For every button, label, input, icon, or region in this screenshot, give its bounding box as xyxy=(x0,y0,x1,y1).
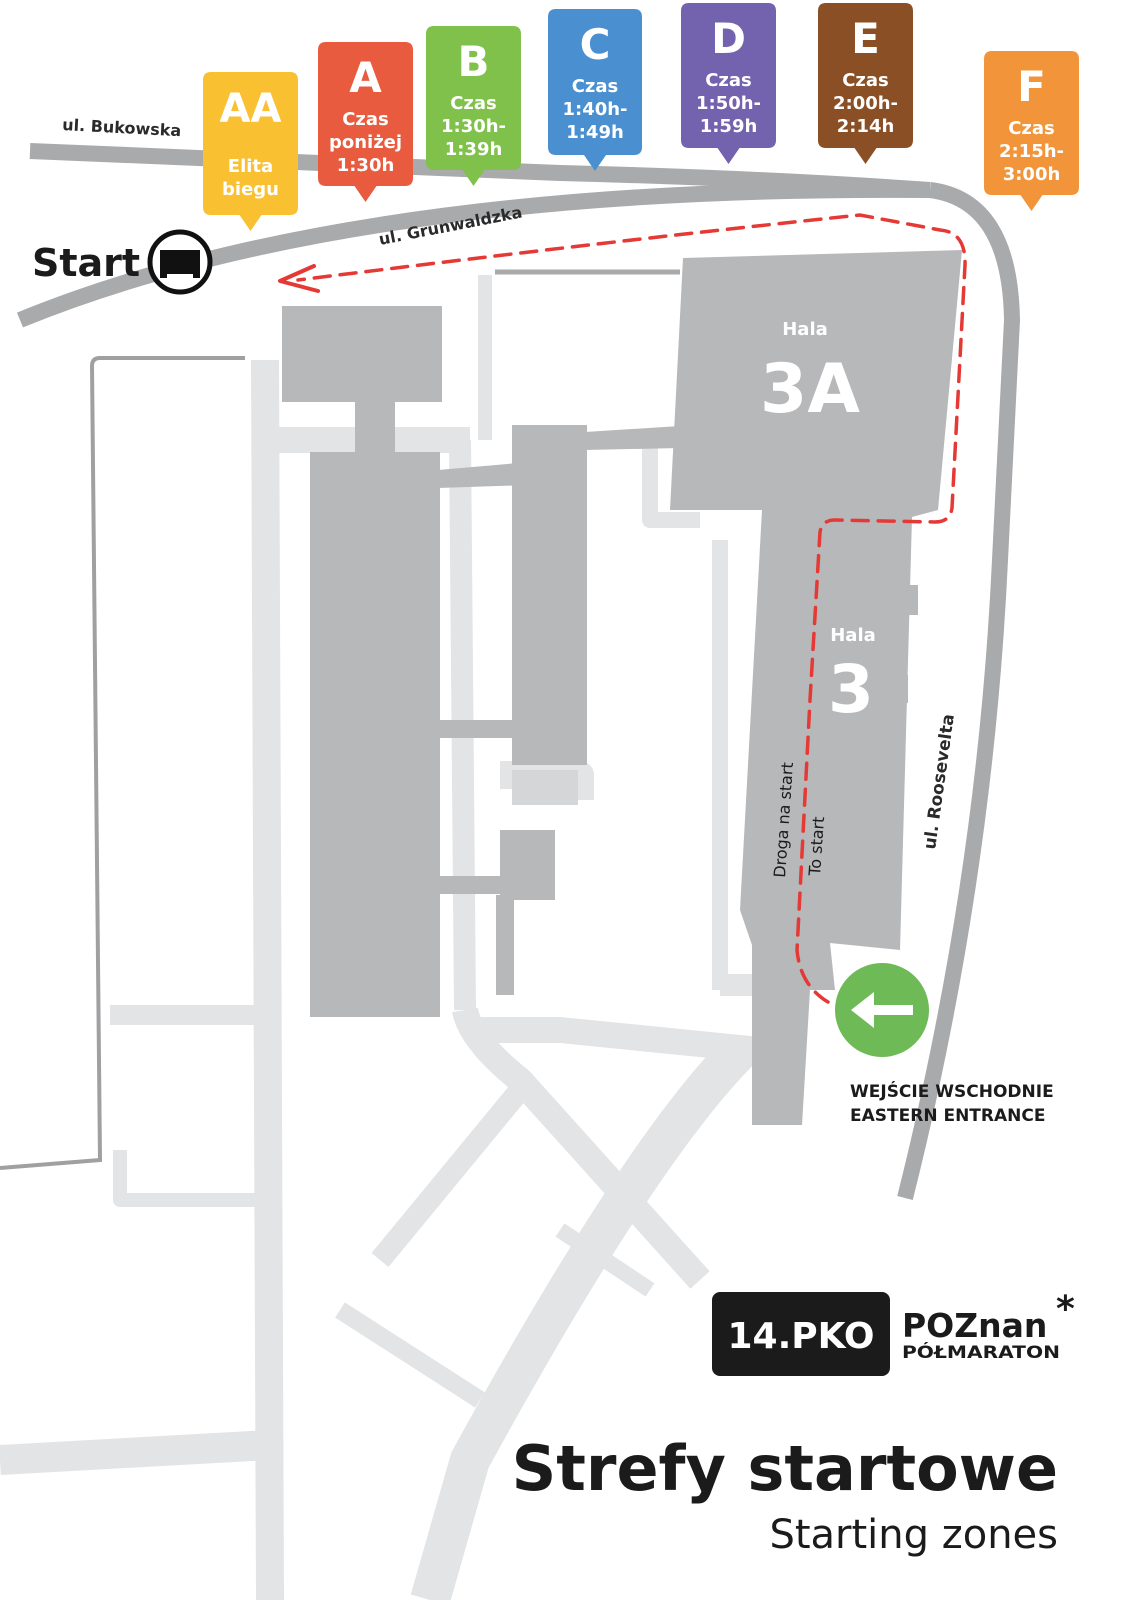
zone-pin-shape xyxy=(548,9,642,171)
start-gate-icon xyxy=(147,229,213,295)
route-arrowhead xyxy=(278,264,320,293)
route-label-en: To start xyxy=(805,816,828,877)
zone-time-line: 1:50h- xyxy=(696,93,761,114)
zone-time-line: 3:00h xyxy=(1003,164,1061,185)
zone-pin-shape xyxy=(203,72,298,231)
logo-sub: PÓŁMARATON xyxy=(902,1341,1060,1363)
zone-time-line: Czas xyxy=(705,70,752,91)
zone-time-line: Elita xyxy=(228,156,273,177)
roads xyxy=(16,143,1020,1200)
hall-3-number: 3 xyxy=(828,651,874,728)
logo-badge: 14.PKO xyxy=(727,1316,874,1357)
logo-star: * xyxy=(1056,1289,1075,1330)
zone-time-line: 2:15h- xyxy=(999,141,1064,162)
map-subtitle: Starting zones xyxy=(769,1512,1058,1558)
zone-time-line: 1:39h xyxy=(445,139,503,160)
zone-time-line: 1:30h- xyxy=(441,116,506,137)
zone-letter: B xyxy=(457,37,489,86)
entrance-label-pl: WEJŚCIE WSCHODNIE xyxy=(850,1080,1054,1102)
building-outline xyxy=(0,356,245,1170)
zone-time-line: poniżej xyxy=(329,132,402,153)
zone-letter: E xyxy=(851,14,880,63)
road-roosevelta xyxy=(897,182,1020,1200)
zone-time-line: 2:00h- xyxy=(833,93,898,114)
route-to-start xyxy=(296,213,967,1004)
start-label: Start xyxy=(32,241,140,285)
street-label-roosevelta: ul. Roosevelta xyxy=(920,713,959,851)
zone-time-line: Czas xyxy=(450,93,497,114)
logo-badge-bg xyxy=(712,1292,890,1376)
hall-3a-number: 3A xyxy=(760,350,860,429)
arrow-left-icon xyxy=(851,992,913,1028)
zone-time-line: 2:14h xyxy=(837,116,895,137)
logo-brand: POZnan xyxy=(902,1306,1047,1345)
zone-letter: F xyxy=(1017,62,1046,111)
zone-time-line: Czas xyxy=(1008,118,1055,139)
zone-time-line: Czas xyxy=(342,109,389,130)
road-grunwaldzka xyxy=(16,181,931,328)
zone-pin-shape xyxy=(681,3,776,164)
zone-letter: C xyxy=(580,20,611,69)
buildings xyxy=(282,250,962,1125)
zone-time-line: 1:40h- xyxy=(562,99,627,120)
zone-pin-shape xyxy=(984,51,1079,211)
zone-letter: AA xyxy=(220,86,282,132)
zone-pin-shape xyxy=(818,3,913,164)
zone-pin-shape xyxy=(318,42,413,202)
zone-letter: A xyxy=(349,53,382,102)
start-zones: AAElitabieguACzasponiżej1:30hBCzas1:30h-… xyxy=(203,3,1079,231)
entrance-label-en: EASTERN ENTRANCE xyxy=(850,1106,1045,1126)
hall-3a-word: Hala xyxy=(782,319,828,340)
zone-time-line: 1:30h xyxy=(337,155,395,176)
zone-time-line: 1:59h xyxy=(700,116,758,137)
map-title: Strefy startowe xyxy=(512,1432,1058,1505)
zone-pin-shape xyxy=(426,26,521,186)
zone-time-line: biegu xyxy=(222,179,279,200)
zone-time-line: Czas xyxy=(572,76,619,97)
event-logo: 14.PKO POZnan * PÓŁMARATON xyxy=(712,1289,1075,1376)
zone-letter: D xyxy=(711,14,746,63)
street-label-bukowska: ul. Bukowska xyxy=(62,115,182,140)
zone-time-line: Czas xyxy=(842,70,889,91)
hall-3-word: Hala xyxy=(830,625,876,646)
zone-time-line: 1:49h xyxy=(566,122,624,143)
